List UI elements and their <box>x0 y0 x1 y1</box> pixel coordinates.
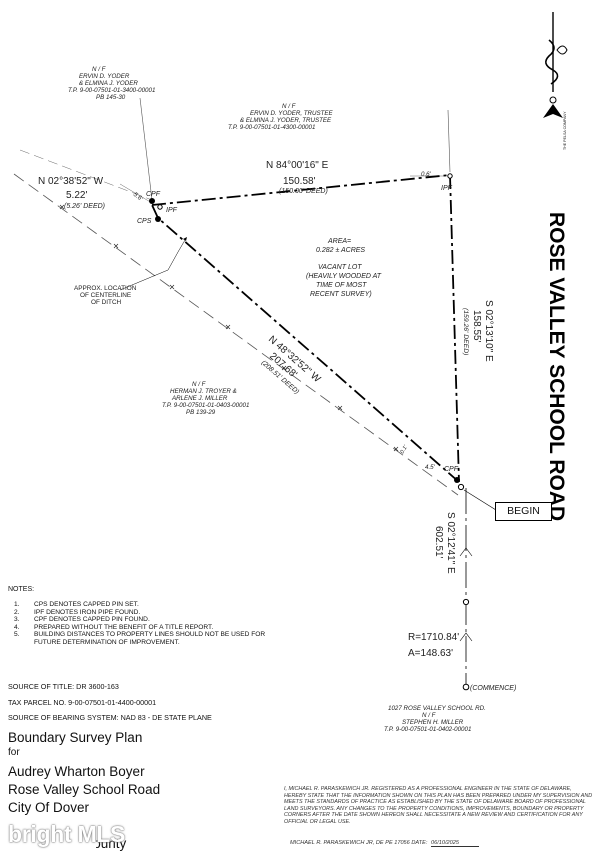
svg-text:PB 145-30: PB 145-30 <box>96 94 126 101</box>
notes-title: NOTES: <box>8 586 35 593</box>
cpf-label-nw: CPF <box>146 191 161 198</box>
tax-parcel: TAX PARCEL NO. 9-00-07501-01-4400-00001 <box>8 698 157 707</box>
ipf-label-ne: IPF <box>441 185 453 192</box>
watermark-logo: bright MLS <box>8 821 126 847</box>
course-south-west: N 48°32'52" W 207.68' (208.51' DEED) <box>260 334 323 396</box>
course-north: N 84°00'16" E 150.58' (150.00' DEED) <box>266 160 329 195</box>
svg-text:158.55': 158.55' <box>471 310 482 343</box>
svg-text:STEPHEN H. MILLER: STEPHEN H. MILLER <box>402 719 464 726</box>
notes-list: 1.CPS DENOTES CAPPED PIN SET. 2.IPF DENO… <box>8 601 278 647</box>
date-label: DATE: <box>411 840 428 846</box>
note-item: 4.PREPARED WITHOUT THE BENEFIT OF A TITL… <box>14 623 214 631</box>
note-item: 5.BUILDING DISTANCES TO PROPERTY LINES S… <box>14 631 266 646</box>
svg-text:VACANT LOT: VACANT LOT <box>318 264 362 271</box>
svg-text:(150.00' DEED): (150.00' DEED) <box>279 188 328 195</box>
svg-text:R=1710.84': R=1710.84' <box>408 632 459 643</box>
source-of-title: SOURCE OF TITLE: DR 3600-163 <box>8 682 119 691</box>
title-for: for <box>8 747 20 758</box>
road-point <box>462 598 470 606</box>
signature-date: 06/10/2025 <box>430 840 479 847</box>
offset-ditch: 0.1' <box>400 444 410 455</box>
course-east: S 02°13'10" E 158.55' (159.26' DEED) <box>462 300 494 362</box>
signature-label: MICHAEL R. PARASKEWICH JR, DE PE 17056 <box>290 840 410 846</box>
svg-text:1027 ROSE VALLEY SCHOOL RD.: 1027 ROSE VALLEY SCHOOL RD. <box>388 705 486 712</box>
cpf-monument-se <box>454 477 460 483</box>
svg-text:T.P. 9-00-07501-01-0402-00001: T.P. 9-00-07501-01-0402-00001 <box>384 726 471 733</box>
svg-text:HERMAN J. TROYER &: HERMAN J. TROYER & <box>170 388 237 395</box>
note-item: 3.CPF DENOTES CAPPED PIN FOUND. <box>14 616 150 624</box>
svg-text:& ELMINA J. YODER, TRUSTEE: & ELMINA J. YODER, TRUSTEE <box>240 117 332 124</box>
plan-title: Boundary Survey Plan <box>8 730 143 745</box>
offset-se: 4.5' <box>425 464 436 471</box>
svg-text:N / F: N / F <box>92 66 107 73</box>
adjoiner-south-east: 1027 ROSE VALLEY SCHOOL RD. N / F STEPHE… <box>384 705 486 733</box>
svg-text:(5.26' DEED): (5.26' DEED) <box>64 203 105 210</box>
svg-text:& ELMINA J. YODER: & ELMINA J. YODER <box>79 80 138 87</box>
svg-text:(159.26' DEED): (159.26' DEED) <box>462 308 469 355</box>
svg-text:N / F: N / F <box>422 712 437 719</box>
svg-text:ERVIN D. YODER: ERVIN D. YODER <box>79 73 130 80</box>
course-road: S 02°12'41" E 602.51' <box>433 512 456 574</box>
ditch-line <box>13 173 459 496</box>
source-of-bearing: SOURCE OF BEARING SYSTEM: NAD 83 - DE ST… <box>8 713 212 722</box>
begin-point <box>457 483 465 491</box>
svg-text:T.P. 9-00-07501-01-4300-00001: T.P. 9-00-07501-01-4300-00001 <box>228 124 315 131</box>
svg-text:A=148.63': A=148.63' <box>408 648 453 659</box>
lot-info: AREA= 0.282 ± ACRES VACANT LOT (HEAVILY … <box>306 238 382 298</box>
adjoiner-north: N / F ERVIN D. YODER, TRUSTEE & ELMINA J… <box>228 103 334 131</box>
svg-text:N 02°38'52" W: N 02°38'52" W <box>38 176 104 187</box>
svg-text:T.P. 9-00-07501-01-3400-00001: T.P. 9-00-07501-01-3400-00001 <box>68 87 155 94</box>
road-name: ROSE VALLEY SCHOOL ROAD <box>545 212 568 521</box>
logo-text: THE PELSA COMPANY <box>563 111 567 150</box>
ipf-label-nw: IPF <box>166 207 178 214</box>
note-item: 1.CPS DENOTES CAPPED PIN SET. <box>14 601 139 608</box>
offset-nw: 5.6' <box>132 191 145 203</box>
svg-text:N / F: N / F <box>282 103 297 110</box>
svg-text:RECENT SURVEY): RECENT SURVEY) <box>310 291 372 298</box>
course-west-short: N 02°38'52" W 5.22' (5.26' DEED) <box>38 176 105 210</box>
svg-text:150.58': 150.58' <box>283 176 316 187</box>
svg-text:TIME OF MOST: TIME OF MOST <box>316 282 367 289</box>
svg-text:AREA=: AREA= <box>327 238 351 245</box>
commence-point <box>462 683 470 691</box>
svg-text:ARLENE J. MILLER: ARLENE J. MILLER <box>171 395 228 402</box>
client-name: Audrey Wharton Boyer <box>8 764 145 779</box>
svg-text:S 02°12'41" E: S 02°12'41" E <box>445 512 456 574</box>
svg-text:T.P. 9-00-07501-01-0403-00001: T.P. 9-00-07501-01-0403-00001 <box>162 402 249 409</box>
svg-text:ERVIN D. YODER, TRUSTEE: ERVIN D. YODER, TRUSTEE <box>250 110 334 117</box>
property-city: City Of Dover <box>8 800 90 815</box>
ditch-label: APPROX. LOCATION OF CENTERLINE OF DITCH <box>74 285 137 306</box>
svg-text:S 02°13'10" E: S 02°13'10" E <box>483 300 494 362</box>
svg-text:PB 139-29: PB 139-29 <box>186 409 216 416</box>
cpf-monument-nw <box>149 198 155 204</box>
property-county: Kent County <box>96 836 127 851</box>
adjoiner-north-west: N / F ERVIN D. YODER & ELMINA J. YODER T… <box>68 66 155 101</box>
begin-label: BEGIN <box>495 502 552 521</box>
certification-statement: I, MICHAEL R. PARASKEWICH JR. REGISTERED… <box>284 786 593 825</box>
svg-text:APPROX. LOCATION: APPROX. LOCATION <box>74 285 137 292</box>
surveyor-logo-icon <box>543 12 568 118</box>
adjoiner-south-west: N / F HERMAN J. TROYER & ARLENE J. MILLE… <box>162 381 249 416</box>
offset-ne: 0.6' <box>421 171 432 178</box>
svg-text:N 84°00'16" E: N 84°00'16" E <box>266 160 329 171</box>
curve-data: R=1710.84' A=148.63' <box>408 632 459 659</box>
commence-label: (COMMENCE) <box>470 685 516 692</box>
svg-text:602.51': 602.51' <box>433 526 444 559</box>
svg-text:N / F: N / F <box>192 381 207 388</box>
property-road: Rose Valley School Road <box>8 782 161 797</box>
svg-text:OF DITCH: OF DITCH <box>91 299 122 306</box>
ipf-monument-nw <box>157 204 163 210</box>
cps-monument <box>155 216 161 222</box>
cps-label: CPS <box>137 218 152 225</box>
svg-text:5.22': 5.22' <box>66 190 87 201</box>
svg-text:0.282 ± ACRES: 0.282 ± ACRES <box>316 247 365 254</box>
svg-text:(HEAVILY WOODED AT: (HEAVILY WOODED AT <box>306 273 382 280</box>
signature-line: MICHAEL R. PARASKEWICH JR, DE PE 17056 D… <box>290 840 479 847</box>
cpf-label-se: CPF <box>444 466 459 473</box>
ipf-monument-ne <box>447 173 453 179</box>
property-boundary <box>151 174 460 483</box>
svg-text:OF CENTERLINE: OF CENTERLINE <box>80 292 131 299</box>
note-item: 2.IPF DENOTES IRON PIPE FOUND. <box>14 608 141 616</box>
